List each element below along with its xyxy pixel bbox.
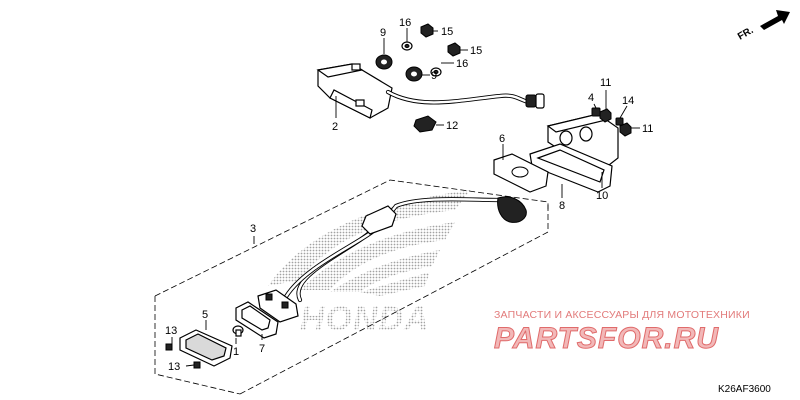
- nut-11-lower: [619, 122, 632, 137]
- callout-13-lower: 13: [168, 361, 180, 373]
- callout-6: 6: [499, 133, 505, 145]
- callout-8: 8: [559, 200, 565, 212]
- screw-13-lower: [193, 361, 201, 369]
- honda-wing-watermark: [268, 190, 470, 296]
- callout-4: 4: [588, 92, 594, 104]
- shop-brand-logo: PARTSFOR.RU: [494, 322, 719, 355]
- leader-lines: [171, 28, 640, 367]
- front-direction-indicator: FR.: [736, 10, 790, 43]
- bulb-1: [232, 325, 244, 337]
- nut-11-upper: [599, 108, 612, 123]
- callout-15-upper: 15: [441, 26, 453, 38]
- callout-7: 7: [259, 343, 265, 355]
- screw-13-upper: [165, 343, 173, 351]
- callout-10: 10: [596, 190, 608, 202]
- callout-11-lower: 11: [642, 123, 653, 135]
- callout-1: 1: [233, 346, 239, 358]
- grommet-9-upper: [375, 54, 393, 70]
- callout-16-upper: 16: [399, 17, 411, 29]
- assembly-outline: [154, 179, 549, 395]
- license-lens-5: [179, 329, 233, 367]
- callout-3: 3: [250, 223, 256, 235]
- tail-light-wire: [385, 89, 545, 109]
- front-arrow-icon: [760, 10, 790, 30]
- callout-15-lower: 15: [470, 45, 482, 57]
- callout-14: 14: [622, 95, 634, 107]
- collar-16-upper: [401, 41, 413, 51]
- callout-5: 5: [202, 309, 208, 321]
- tail-light-housing: [316, 63, 393, 119]
- front-label: FR.: [736, 25, 756, 43]
- diagram-code: K26AF3600: [718, 384, 771, 395]
- clip-14: [615, 117, 624, 126]
- screw-4: [591, 107, 601, 117]
- callout-13-upper: 13: [165, 325, 177, 337]
- socket-12: [413, 115, 437, 133]
- license-light-socket: [257, 289, 299, 323]
- nut-15-lower: [447, 42, 461, 57]
- collar-16-lower: [430, 67, 442, 77]
- license-gasket-7: [235, 301, 279, 339]
- callout-12: 12: [446, 120, 458, 132]
- nut-15-upper: [420, 23, 434, 38]
- reflector-gasket-6: [493, 153, 549, 193]
- callout-9-upper: 9: [380, 27, 386, 39]
- callout-9-lower: 9: [431, 70, 437, 82]
- shop-tagline: ЗАПЧАСТИ И АКСЕССУАРЫ ДЛЯ МОТОТЕХНИКИ: [494, 309, 750, 321]
- license-light-harness: [281, 196, 527, 303]
- callout-16-lower: 16: [456, 58, 468, 70]
- honda-watermark-text: HONDA: [300, 300, 430, 338]
- callout-11-upper: 11: [600, 77, 611, 89]
- reflector-lens-8: [529, 143, 613, 193]
- grommet-9-lower: [405, 66, 423, 82]
- callout-2: 2: [332, 121, 338, 133]
